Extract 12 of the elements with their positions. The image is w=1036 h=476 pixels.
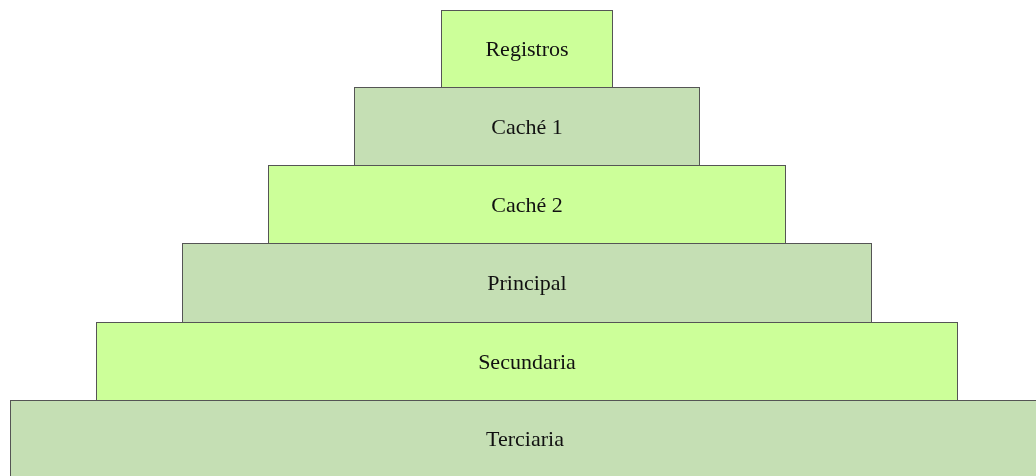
level-label: Caché 2 xyxy=(491,191,563,218)
level-label: Registros xyxy=(485,36,569,62)
level-label: Caché 1 xyxy=(491,113,563,140)
pyramid-level xyxy=(182,243,872,323)
pyramid-level xyxy=(441,10,613,88)
level-label: Terciaria xyxy=(486,426,564,452)
pyramid-level xyxy=(354,87,700,166)
pyramid-level xyxy=(96,322,958,401)
level-label: Secundaria xyxy=(478,348,576,375)
pyramid-level xyxy=(268,165,786,244)
pyramid-level xyxy=(10,400,1036,476)
level-label: Principal xyxy=(487,270,567,296)
